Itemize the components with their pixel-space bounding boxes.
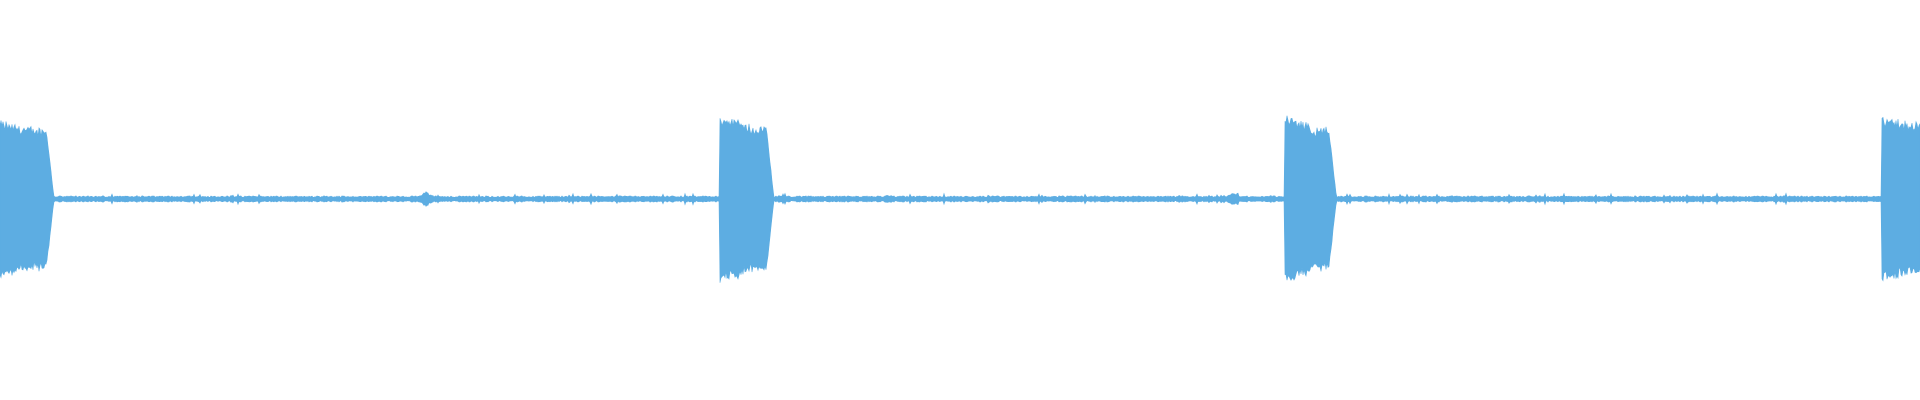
waveform-envelope (0, 115, 1920, 283)
